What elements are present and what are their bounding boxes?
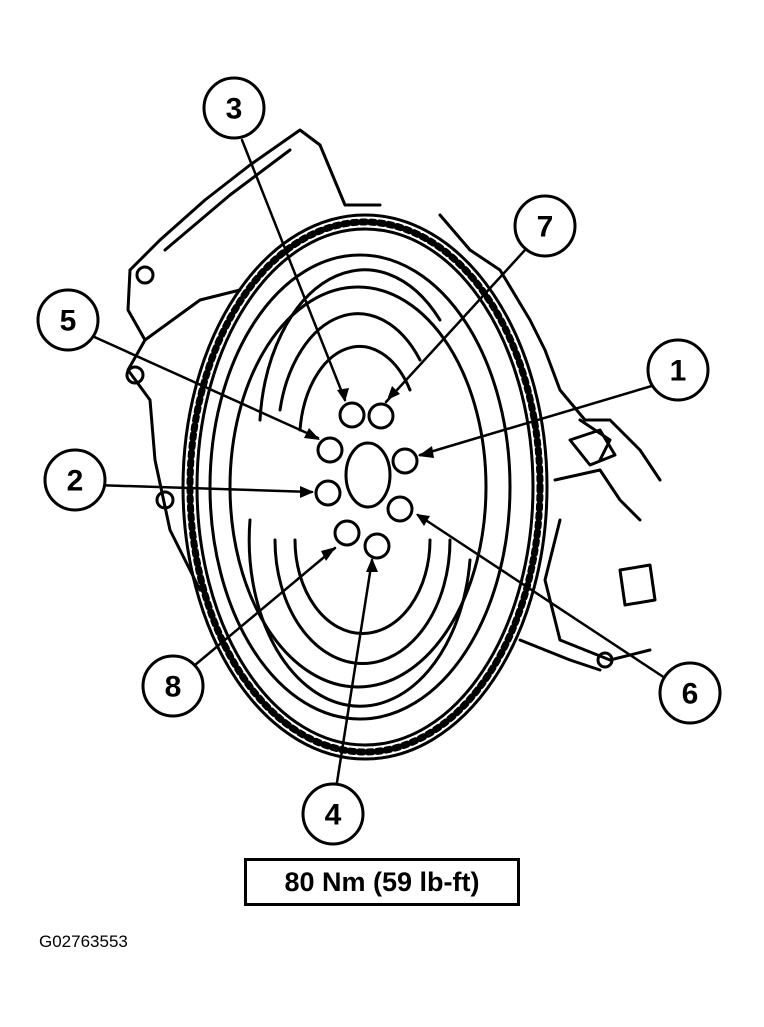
flywheel-center-hole [344,441,392,509]
flywheel-face [228,285,488,689]
housing-bolt-hole [596,651,614,669]
callout-label-5: 5 [60,305,77,338]
torque-spec-text: 80 Nm (59 lb-ft) [284,866,480,897]
flywheel-bolt [386,495,414,523]
flywheel-bolt [338,401,366,429]
figure-code: G02763553 [39,932,128,951]
callout-circle-3 [202,76,266,140]
leader-line-7 [384,248,527,404]
leader-line-1 [418,383,657,457]
housing-bolt-hole [155,490,175,510]
arrowhead [366,558,378,572]
callout-circle-2 [43,448,107,512]
flywheel-face [208,253,512,721]
callout-circle-4 [301,782,365,846]
callout-label-1: 1 [670,355,687,388]
callout-label-7: 7 [537,211,554,244]
torque-spec-box: 80 Nm (59 lb-ft) [244,858,520,906]
bracket [568,428,657,607]
callout-label-3: 3 [226,93,243,126]
flywheel-bolt [391,447,419,475]
flywheel-face-arc [247,518,472,708]
flywheel-face-arc [278,312,422,412]
arrowhead [304,428,320,440]
callout-circle-7 [513,194,577,258]
flywheel-face-arc [258,268,442,422]
leader-line-8 [193,546,337,667]
callout-circle-8 [141,654,205,718]
housing-bolt-hole [125,365,145,385]
arrowhead [418,446,434,458]
housing-bolt-hole [135,265,155,285]
callout-label-4: 4 [325,799,342,832]
flywheel-face-arc [298,344,412,432]
arrowhead [387,386,400,400]
callout-circle-1 [646,338,710,402]
flywheel-ring-gear-inner [195,227,535,747]
callout-label-8: 8 [165,671,182,704]
leader-lines [88,138,670,797]
arrowhead [337,388,349,402]
leader-line-4 [333,558,374,797]
flywheel-face-arc [293,538,432,635]
flywheel-bolts [314,401,419,560]
arrowhead [416,514,430,526]
flywheel-ring-gear [181,213,549,761]
leader-line-2 [93,483,314,494]
flywheel-bolt [333,519,361,547]
leader-line-5 [88,333,320,440]
flywheel-bolt [363,532,391,560]
callout-label-2: 2 [67,465,84,498]
arrowhead [300,486,314,498]
engine-housing [126,128,382,592]
leader-line-6 [416,513,670,682]
leader-line-3 [240,138,347,402]
engine-housing-right [438,213,662,672]
flywheel-bolt [314,479,342,507]
callout-circle-6 [658,661,722,725]
flywheel-bolt [367,402,395,430]
flywheel-bolt [316,436,344,464]
callout-label-6: 6 [682,678,699,711]
callout-circle-5 [36,288,100,352]
arrowhead [321,547,336,561]
flywheel-face-arc [273,538,452,666]
